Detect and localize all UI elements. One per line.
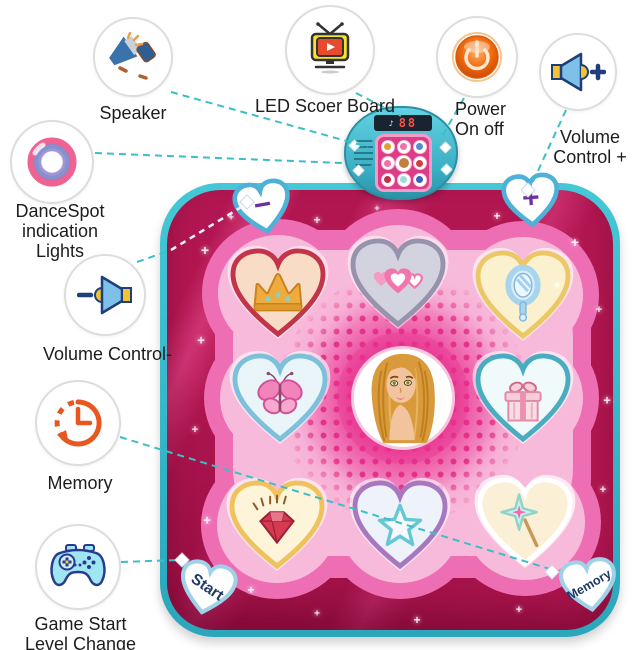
sparkle-icon bbox=[571, 234, 579, 250]
dancespot-light bbox=[439, 141, 452, 154]
dancespot-light bbox=[440, 163, 453, 176]
led-score-display: 88 bbox=[374, 115, 432, 131]
girl-portrait bbox=[351, 346, 455, 450]
dancespot-callout bbox=[10, 120, 94, 204]
power-button-icon bbox=[452, 32, 502, 82]
pad-magic-wand bbox=[474, 474, 576, 569]
plus-heart-button: + bbox=[501, 172, 559, 228]
clock-history-icon bbox=[54, 399, 102, 447]
sparkle-icon bbox=[313, 213, 320, 227]
dancespot-line bbox=[94, 152, 343, 164]
sparkle-icon bbox=[413, 613, 420, 627]
wand-button bbox=[412, 172, 427, 187]
sparkle-icon bbox=[192, 424, 198, 436]
diamond-button bbox=[380, 172, 395, 187]
mirror-button bbox=[412, 139, 427, 154]
sparkle-icon bbox=[493, 209, 500, 223]
button-panel bbox=[375, 134, 432, 192]
pad-diamond bbox=[226, 477, 328, 572]
plus-label: + bbox=[521, 181, 541, 215]
dance-mat-inner bbox=[167, 190, 613, 630]
hearts-icon bbox=[373, 268, 423, 294]
memory-heart-button: Memory bbox=[559, 557, 616, 612]
memory-callout bbox=[35, 380, 121, 466]
volume-plus-callout bbox=[539, 33, 617, 111]
minus-label: − bbox=[251, 187, 274, 223]
led-score-board-callout bbox=[285, 5, 375, 95]
pad-love-hearts bbox=[347, 235, 449, 330]
volume-minus-label: Volume Control- bbox=[42, 344, 173, 364]
butterfly-icon bbox=[257, 371, 303, 415]
hand-mirror-icon bbox=[505, 264, 541, 322]
volume-minus-icon bbox=[77, 275, 132, 315]
crown-button bbox=[380, 139, 395, 154]
gift-button bbox=[412, 156, 427, 170]
crown-icon bbox=[253, 272, 303, 312]
sparkle-icon bbox=[596, 304, 602, 316]
sparkle-icon bbox=[197, 333, 205, 348]
speaker-label: Speaker bbox=[99, 103, 167, 123]
power-callout bbox=[436, 16, 518, 98]
pad-gift bbox=[472, 350, 574, 445]
glow-ring-icon bbox=[27, 137, 77, 187]
dance-mat: − + Start Memory bbox=[160, 172, 620, 637]
sparkle-icon bbox=[228, 213, 234, 224]
start-heart-button: Start bbox=[180, 559, 238, 615]
volume-plus-icon bbox=[551, 52, 606, 92]
sparkle-icon bbox=[314, 609, 320, 620]
pad-mirror bbox=[472, 247, 574, 342]
girl-face-icon bbox=[371, 353, 435, 444]
tv-icon bbox=[310, 22, 350, 74]
gamepad-icon bbox=[50, 544, 106, 587]
pad-star bbox=[349, 477, 451, 572]
pad-crown bbox=[227, 245, 329, 340]
sparkle-icon bbox=[554, 281, 560, 292]
sparkle-icon bbox=[600, 484, 606, 496]
memory-callout-label: Memory bbox=[47, 473, 113, 493]
game-start-callout bbox=[35, 524, 121, 610]
sparkle-icon bbox=[201, 242, 209, 258]
butterfly-button bbox=[380, 156, 395, 170]
sparkle-icon bbox=[247, 583, 254, 597]
control-unit: 88 bbox=[344, 106, 458, 200]
hearts-button bbox=[396, 139, 411, 154]
girl-button bbox=[395, 154, 412, 172]
gift-icon bbox=[504, 381, 542, 422]
pad-butterfly bbox=[229, 350, 331, 445]
minus-heart-button: − bbox=[232, 178, 290, 235]
sparkle-icon bbox=[374, 203, 379, 213]
volume-minus-callout bbox=[64, 254, 146, 336]
score-value: 88 bbox=[398, 116, 418, 130]
led-score-board-label: LED Scoer Board bbox=[254, 96, 396, 116]
speaker-callout bbox=[93, 17, 173, 97]
sparkle-icon bbox=[203, 513, 211, 528]
megaphone-icon bbox=[109, 31, 156, 80]
sparkle-icon bbox=[603, 393, 611, 408]
star-button bbox=[396, 172, 411, 187]
sparkle-icon bbox=[516, 604, 522, 616]
